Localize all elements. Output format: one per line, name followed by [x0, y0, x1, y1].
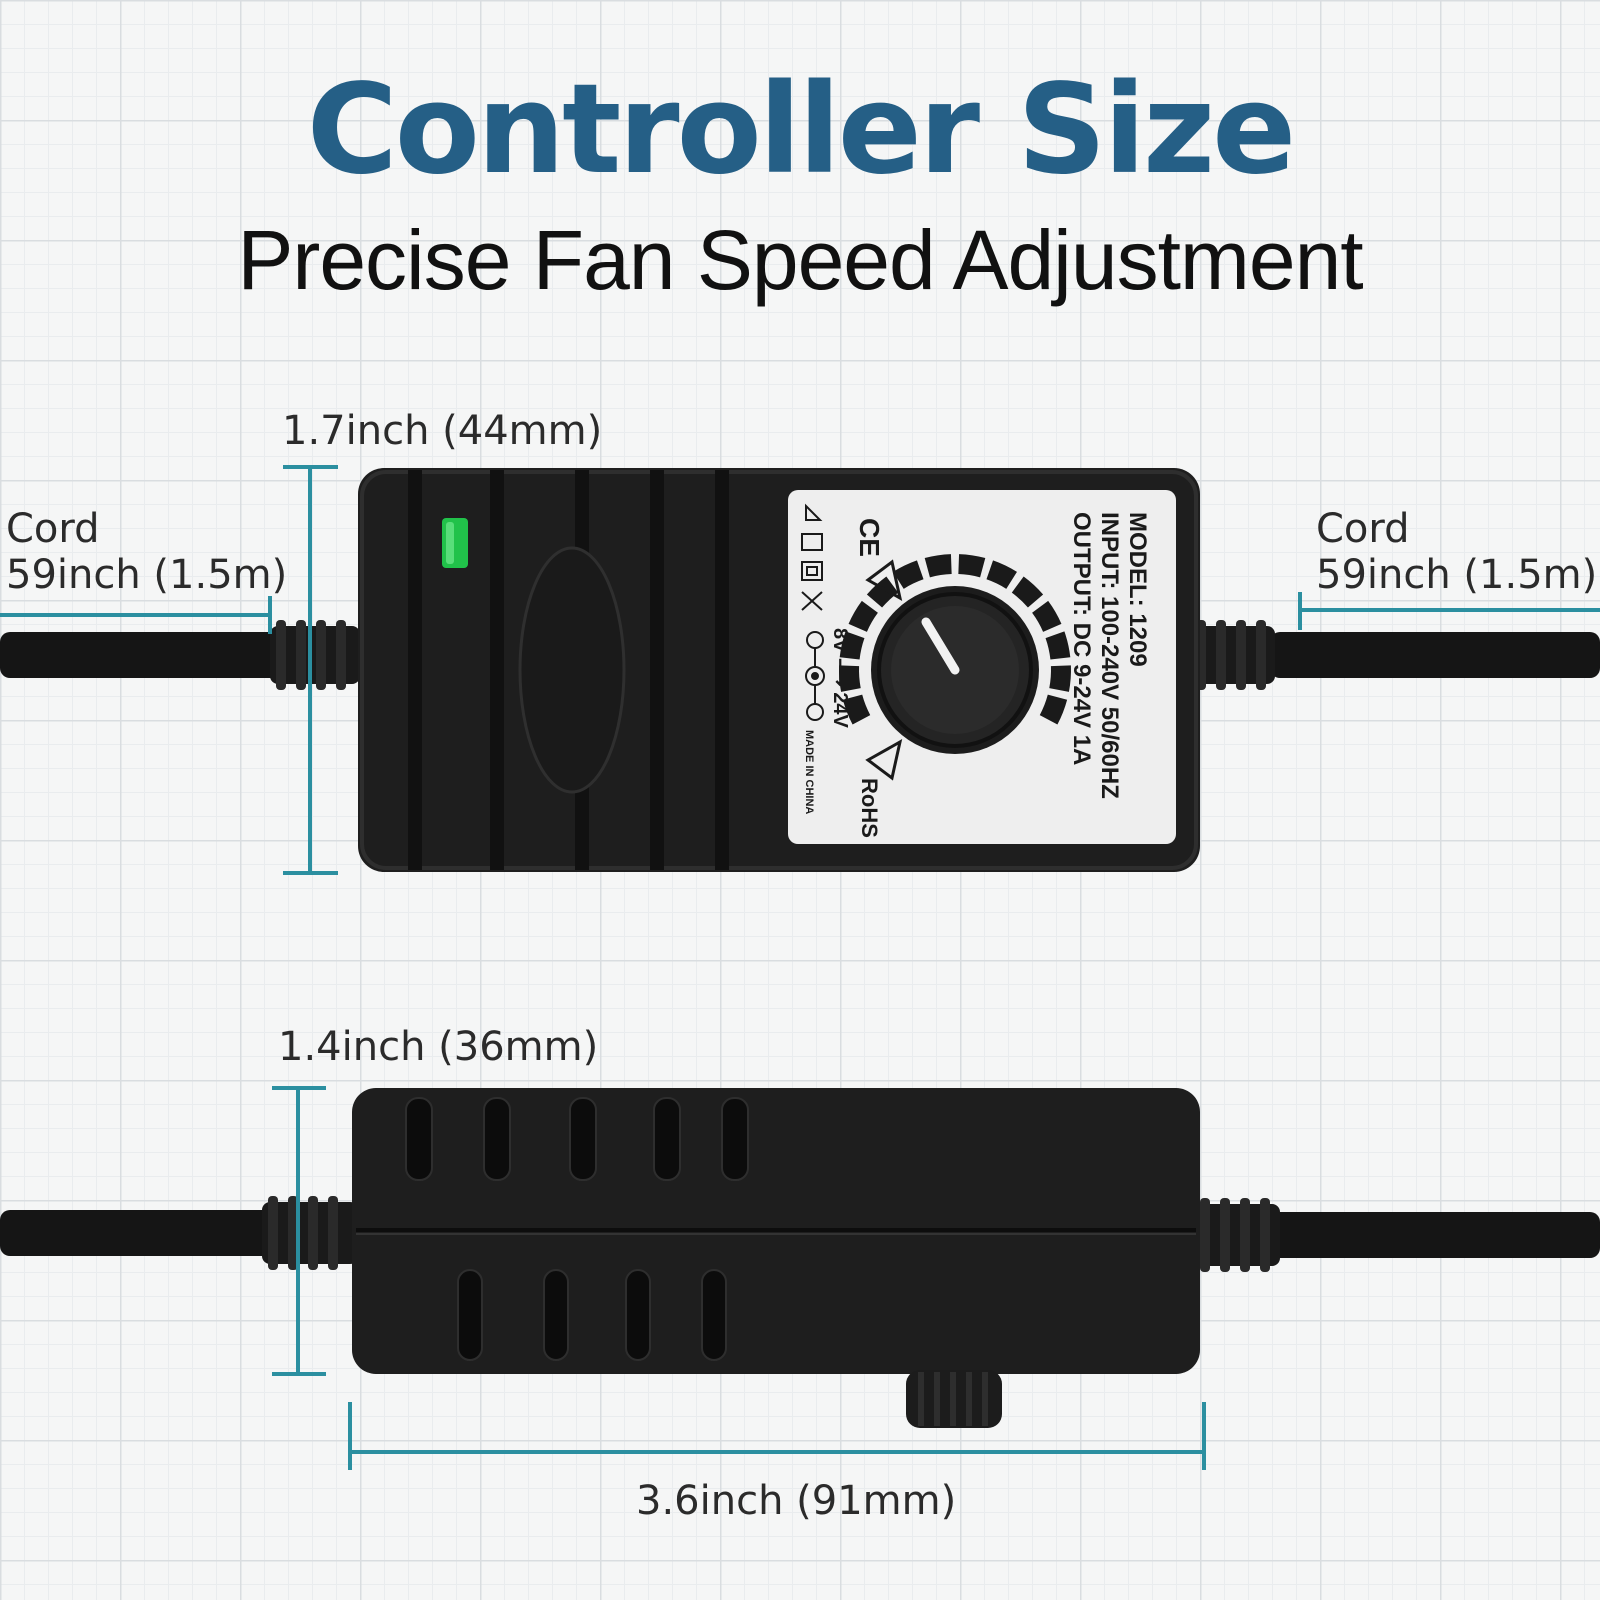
height-label-bottom: 1.4inch (36mm): [278, 1024, 599, 1070]
scale-segment: [1011, 576, 1044, 608]
scale-segment: [1039, 694, 1068, 725]
grip-oval: [518, 546, 626, 794]
cord-dimension-left: [0, 596, 272, 634]
cord-dimension-right: [1298, 592, 1600, 630]
right-cord-bottom: [1270, 1212, 1600, 1258]
scale-segment: [1049, 665, 1072, 692]
speed-scale-icon: [839, 554, 1072, 725]
length-dimension: [348, 1402, 1206, 1470]
height-dimension-bottom: [272, 1086, 326, 1376]
polarity-icon: [805, 631, 825, 721]
height-label-top: 1.7inch (44mm): [282, 408, 603, 454]
right-strain-relief-bottom: [1190, 1198, 1280, 1272]
scale-segment: [1032, 600, 1062, 632]
side-view-controller: [0, 1088, 1600, 1428]
scale-segment: [1045, 631, 1071, 660]
left-strain-relief-top: [270, 620, 360, 690]
label-model: MODEL: 1209: [1124, 512, 1151, 667]
scale-segment: [893, 560, 924, 589]
length-label: 3.6inch (91mm): [636, 1478, 957, 1524]
left-cord-bottom: [0, 1210, 300, 1256]
label-rohs: RoHS: [857, 778, 882, 838]
scale-segment: [839, 665, 861, 692]
power-led-icon: [442, 518, 468, 568]
cord-label-left-line1: Cord: [6, 506, 100, 552]
left-strain-relief-bottom: [262, 1196, 358, 1270]
page-subtitle: Precise Fan Speed Adjustment: [237, 213, 1363, 307]
right-strain-relief-top: [1180, 620, 1275, 690]
ce-mark-icon: CE: [854, 518, 885, 557]
right-cord-top: [1270, 632, 1600, 678]
max-marker-icon: [865, 739, 903, 781]
cord-label-left: Cord 59inch (1.5m): [6, 506, 287, 598]
scale-segment: [924, 554, 952, 578]
min-marker-icon: [865, 559, 903, 601]
cord-label-right-line2: 59inch (1.5m): [1316, 552, 1598, 598]
cord-label-right: Cord 59inch (1.5m): [1316, 506, 1597, 598]
scale-segment: [866, 576, 899, 608]
cord-label-left-line2: 59inch (1.5m): [6, 552, 288, 598]
speed-knob-side[interactable]: [906, 1370, 1002, 1428]
scale-segment: [842, 694, 871, 725]
left-cord-top: [0, 632, 300, 678]
label-made-in: MADE IN CHINA: [803, 730, 815, 814]
top-view-controller: MODEL: 1209 INPUT: 100-240V 50/60HZ OUTP…: [0, 468, 1600, 872]
label-output: OUTPUT: DC 9-24V 1A: [1068, 512, 1095, 765]
label-input: INPUT: 100-240V 50/60HZ: [1096, 512, 1123, 799]
scale-segment: [986, 560, 1017, 589]
scale-segment: [958, 554, 986, 578]
scale-segment: [848, 600, 878, 632]
height-dimension-top: [283, 465, 338, 875]
scale-segment: [839, 631, 865, 660]
page-title: Controller Size: [306, 58, 1297, 202]
cord-label-right-line1: Cord: [1316, 506, 1410, 552]
speed-knob[interactable]: [871, 586, 1039, 754]
safety-symbols-icon: [801, 503, 823, 611]
